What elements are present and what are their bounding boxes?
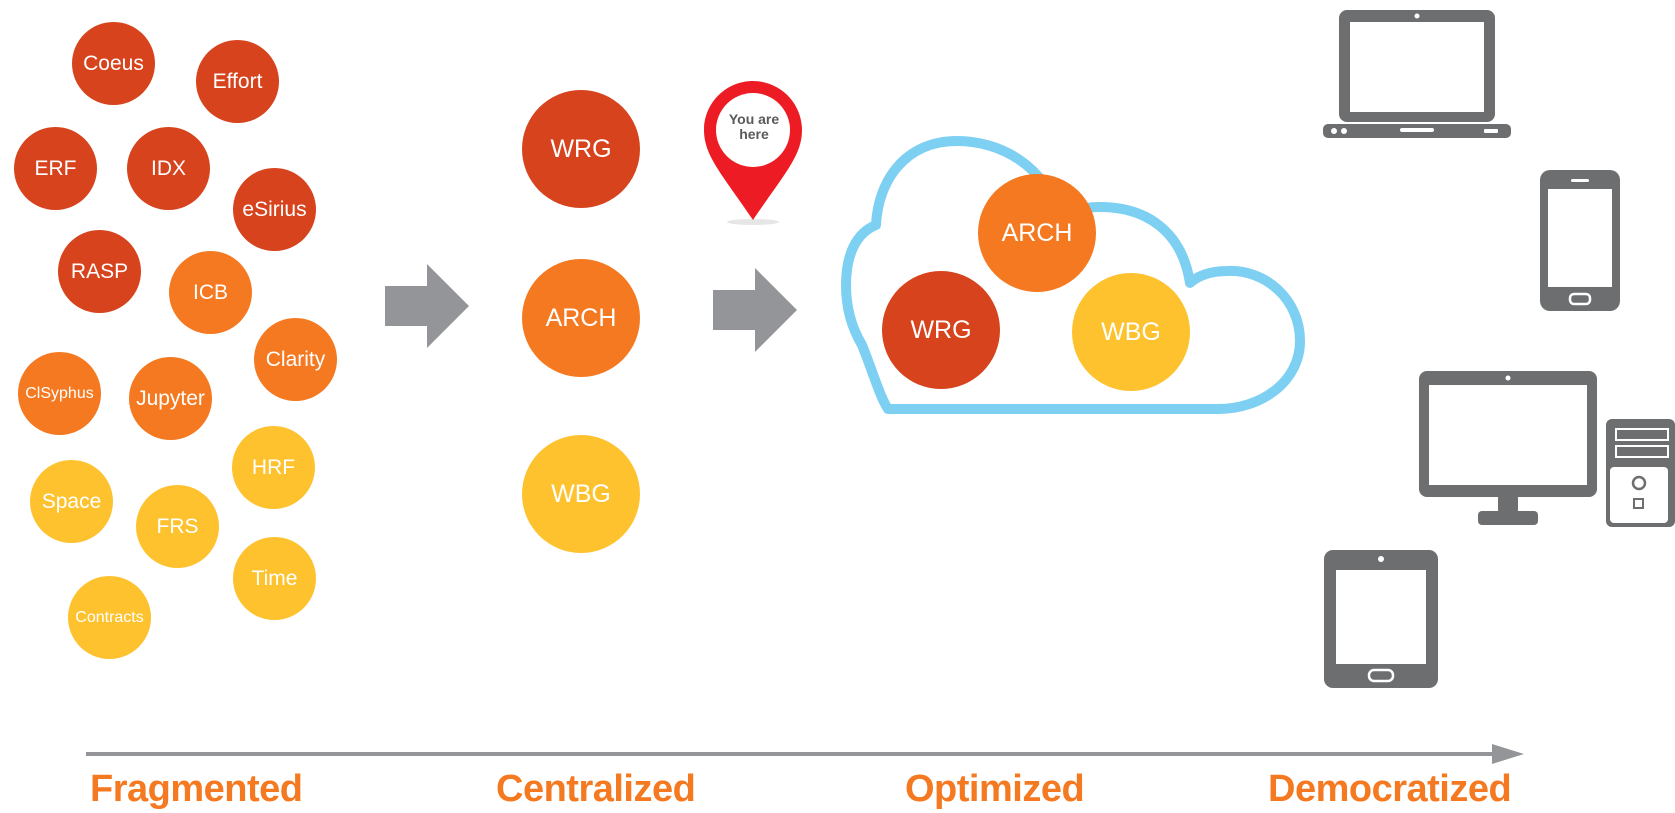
system-label: Effort [212,69,263,93]
stage-label-centralized: Centralized [496,768,696,810]
system-bubble-jupyter: Jupyter [129,357,212,440]
system-label: ERF [34,156,77,180]
desktop-icon [1419,371,1597,525]
system-bubble-effort: Effort [196,40,279,123]
centralized-bubble-wrg: WRG [522,90,640,208]
system-label: WRG [550,134,612,163]
system-label: Time [251,566,298,590]
system-bubble-erf: ERF [14,127,97,210]
laptop-icon [1323,10,1511,138]
system-bubble-hrf: HRF [232,426,315,509]
timeline-arrow-icon [86,744,1524,764]
system-label: HRF [251,455,296,479]
system-bubble-esirius: eSirius [233,168,316,251]
system-bubble-rasp: RASP [58,230,141,313]
system-label: FRS [156,514,199,538]
system-bubble-coeus: Coeus [72,22,155,105]
system-label: ICB [192,280,228,304]
system-bubble-frs: FRS [136,485,219,568]
cloud-bubble-wbg: WBG [1072,273,1190,391]
stage-label-fragmented: Fragmented [90,768,303,810]
stage-label-democratized: Democratized [1268,768,1512,810]
tower-icon [1606,419,1675,527]
system-bubble-contracts: Contracts [68,576,151,659]
location-pin-label: You are here [715,112,793,142]
centralized-bubble-arch: ARCH [522,259,640,377]
system-label: Coeus [83,51,144,75]
system-label: ClSyphus [25,384,94,402]
system-label: Jupyter [136,386,205,410]
system-label: Contracts [75,608,144,626]
system-label: WBG [551,479,611,508]
location-pin-icon [704,81,802,225]
cloud-bubble-wrg: WRG [882,271,1000,389]
system-label: WRG [910,315,972,344]
system-label: ARCH [545,303,617,332]
system-label: Clarity [265,347,326,371]
system-label: Space [41,489,102,513]
stage-label-optimized: Optimized [905,768,1085,810]
system-bubble-clsyphus: ClSyphus [18,352,101,435]
system-label: IDX [150,156,186,180]
system-bubble-clarity: Clarity [254,318,337,401]
phone-icon [1540,170,1620,311]
system-label: eSirius [242,197,307,221]
transition-arrow-icon [385,264,469,348]
system-bubble-time: Time [233,537,316,620]
system-label: WBG [1101,317,1161,346]
system-bubble-idx: IDX [127,127,210,210]
tablet-icon [1324,550,1438,688]
system-label: RASP [70,259,129,283]
system-bubble-space: Space [30,460,113,543]
system-label: ARCH [1001,218,1073,247]
pin-text-line: You are [728,111,780,127]
transition-arrow-icon [713,268,797,352]
centralized-bubble-wbg: WBG [522,435,640,553]
cloud-bubble-arch: ARCH [978,174,1096,292]
system-bubble-icb: ICB [169,251,252,334]
pin-text-line: here [739,126,769,142]
